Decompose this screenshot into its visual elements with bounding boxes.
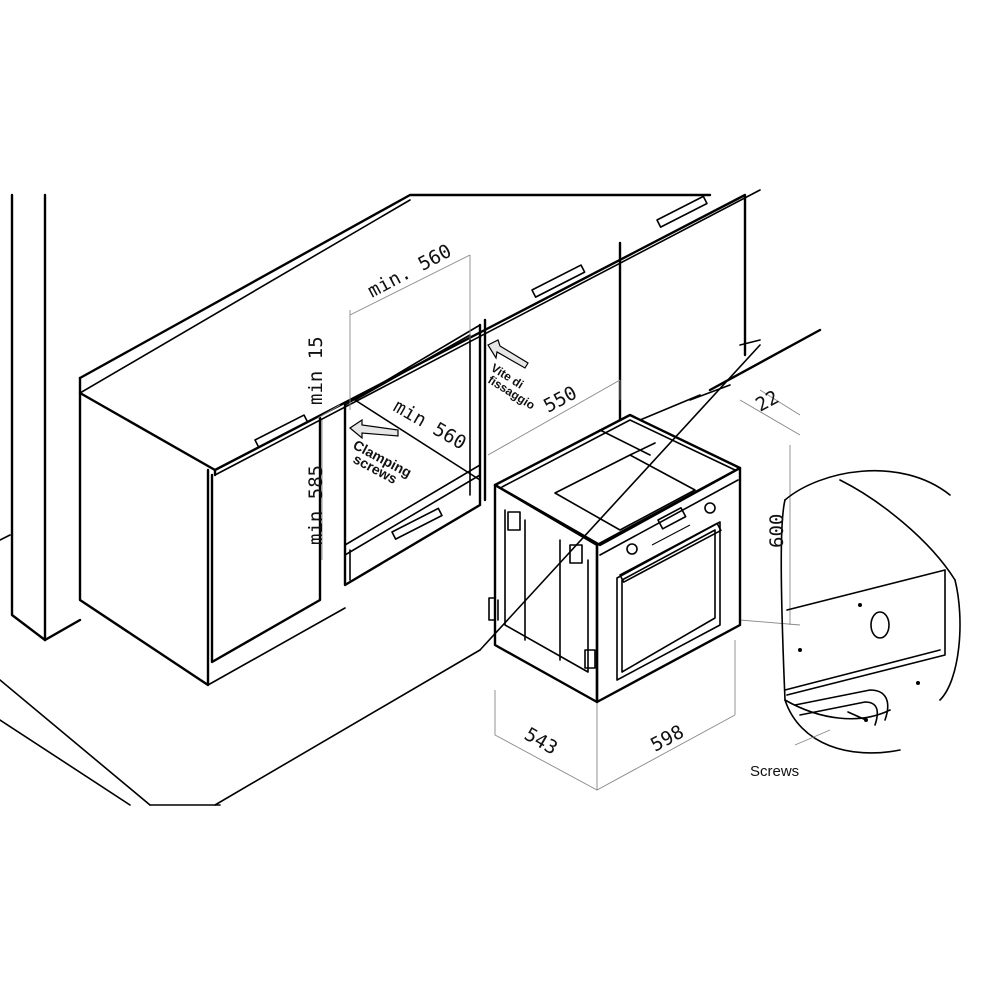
dim-oven-depth: 543: [521, 723, 562, 759]
lower-cabinet-left: [78, 391, 346, 687]
dim-gap-top: min 15: [305, 336, 327, 405]
oven-side: [493, 483, 599, 704]
label-detail-screws: Screws: [750, 763, 799, 780]
dim-oven-width: 598: [647, 721, 688, 757]
left-arrow: [348, 418, 399, 440]
dim-oven-height: 600: [766, 514, 788, 548]
oven-top: [493, 413, 742, 547]
right-arrow: [487, 339, 529, 369]
oven-niche: [343, 323, 482, 587]
screws-detail: [780, 469, 961, 754]
dim-cabinet-height: min 585: [305, 465, 327, 545]
upper-right-cabinets: [483, 195, 747, 502]
dim-cabinet-depth: min 560: [390, 395, 470, 454]
countertop: [78, 189, 761, 477]
clamping-arrows: [348, 339, 529, 440]
room-outline: [0, 193, 822, 806]
dim-cabinet-width: min. 560: [364, 240, 455, 302]
dimension-guides: [317, 254, 801, 791]
oven: [488, 413, 742, 704]
dimension-labels: min. 560 min 560 min 15 min 585 550 22 6…: [305, 240, 788, 759]
oven-front: [595, 466, 742, 704]
dim-niche-depth: 550: [540, 382, 581, 418]
dim-front-offset: 22: [752, 386, 783, 416]
